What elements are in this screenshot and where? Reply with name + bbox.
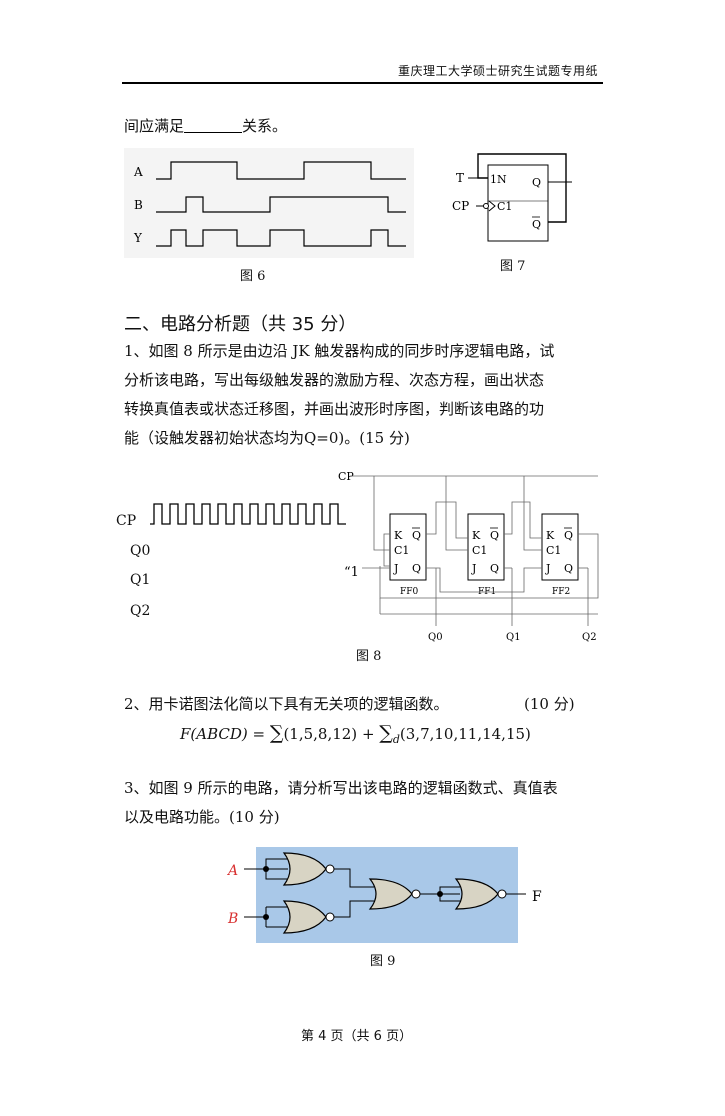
fig9-input-a: A — [226, 863, 238, 879]
formula-plus: + — [357, 725, 380, 743]
gate2-nor — [282, 900, 327, 934]
formula-sum2: (3,7,10,11,14,15) — [399, 725, 531, 743]
ff-pin-q: Q — [564, 562, 573, 575]
fig8-out-q0: Q0 — [428, 632, 443, 643]
q2-statement: 2、用卡诺图法化简以下具有无关项的逻辑函数。 — [124, 695, 449, 713]
ff-pin-qbar: Q — [564, 529, 573, 542]
fig6-caption: 图 6 — [240, 269, 266, 284]
header-rule — [122, 82, 603, 84]
fig6-label-a: A — [133, 165, 143, 179]
q3-line: 3、如图 9 所示的电路，请分析写出该电路的逻辑函数式、真值表 — [124, 779, 558, 797]
ff-pin-c1: C1 — [394, 544, 409, 557]
fig7-t-label: T — [456, 171, 464, 185]
answer-blank — [184, 116, 243, 133]
q1-text: 1、如图 8 所示是由边沿 JK 触发器构成的同步时序逻辑电路，试 分析该电路，… — [124, 337, 554, 453]
fig9-logic-circuit: A B F — [226, 847, 542, 943]
fig7-c1-label: C1 — [497, 200, 512, 213]
ff-pin-c1: C1 — [472, 544, 487, 557]
fig6-timing-diagram: A B Y — [124, 148, 414, 258]
ff-pin-q: Q — [490, 562, 499, 575]
q2-text: 2、用卡诺图法化简以下具有无关项的逻辑函数。 (10 分) — [124, 690, 575, 719]
ff-pin-qbar: Q — [412, 529, 421, 542]
wave-label-cp: CP — [116, 513, 137, 529]
fig9-input-b: B — [227, 911, 238, 927]
fig8-caption: 图 8 — [356, 649, 382, 664]
q1-line: 转换真值表或状态迁移图，并画出波形时序图，判断该电路的功 — [124, 400, 545, 418]
prev-question-suffix: 关系。 — [242, 117, 288, 135]
fig6-wave-b — [156, 196, 406, 213]
ff-name: FF0 — [400, 587, 418, 597]
header-title: 重庆理工大学硕士研究生试题专用纸 — [398, 64, 599, 78]
fig7-in-label: 1N — [490, 173, 507, 186]
ff-pin-k: K — [472, 529, 481, 542]
q3-text: 3、如图 9 所示的电路，请分析写出该电路的逻辑函数式、真值表 以及电路功能。(… — [124, 774, 558, 832]
ff-pin-k: K — [394, 529, 403, 542]
gate4-nor — [454, 878, 499, 910]
formula-sum1: (1,5,8,12) — [283, 725, 358, 743]
ff-pin-j: J — [393, 562, 398, 575]
prev-question-prefix: 间应满足 — [124, 117, 185, 135]
fig8-out-q1: Q1 — [506, 632, 521, 643]
ff-pin-k: K — [546, 529, 555, 542]
fig8-cp-label: CP — [338, 470, 354, 483]
q1-line: 分析该电路，写出每级触发器的激励方程、次态方程，画出状态 — [124, 371, 545, 389]
fig9-output-f: F — [532, 889, 542, 905]
wave-label-q0: Q0 — [130, 543, 151, 559]
section-heading: 二、电路分析题（共 35 分） — [124, 314, 357, 335]
q1-line: 1、如图 8 所示是由边沿 JK 触发器构成的同步时序逻辑电路，试 — [124, 342, 555, 360]
fig6-wave-y — [156, 229, 406, 247]
fig8-cp-wave — [150, 503, 346, 525]
q1-line: 能（设触发器初始状态均为Q=0)。(15 分) — [124, 429, 410, 447]
fig7-cp-label: CP — [452, 199, 469, 213]
sum-sign-1: ∑ — [269, 722, 284, 744]
wave-label-q2: Q2 — [130, 603, 151, 619]
ff-pin-q: Q — [412, 562, 421, 575]
gate3-nor — [368, 878, 413, 910]
fig7-flipflop: T CP 1N C1 Q Q — [452, 153, 572, 242]
ff-pin-c1: C1 — [546, 544, 561, 557]
sum-sign-2: ∑ — [379, 722, 393, 744]
wave-label-q1: Q1 — [130, 572, 151, 588]
fig6-label-y: Y — [133, 231, 143, 245]
fig6-wave-a — [156, 161, 406, 180]
formula-sub-d: d — [392, 733, 400, 746]
ff-pin-qbar: Q — [490, 529, 499, 542]
prev-question-tail: 间应满足 关系。 — [124, 112, 287, 141]
q2-score: (10 分) — [524, 695, 575, 713]
fig7-qbar-label: Q — [532, 218, 541, 231]
q2-formula: F(ABCD) = ∑(1,5,8,12) + ∑d(3,7,10,11,14,… — [180, 722, 531, 746]
page-footer: 第 4 页（共 6 页） — [301, 1029, 413, 1044]
ff-pin-j: J — [545, 562, 550, 575]
ff-name: FF2 — [552, 587, 570, 597]
gate1-nor — [282, 852, 327, 886]
fig7-caption: 图 7 — [500, 259, 526, 274]
fig7-q-label: Q — [532, 176, 541, 189]
q3-line: 以及电路功能。(10 分) — [124, 808, 280, 826]
fig8-one-label: “1 — [344, 565, 359, 580]
fig6-label-b: B — [134, 198, 143, 212]
ff-pin-j: J — [471, 562, 476, 575]
fig9-caption: 图 9 — [370, 954, 396, 969]
formula-lhs: F(ABCD) = — [180, 725, 270, 743]
fig8-out-q2: Q2 — [582, 632, 597, 643]
